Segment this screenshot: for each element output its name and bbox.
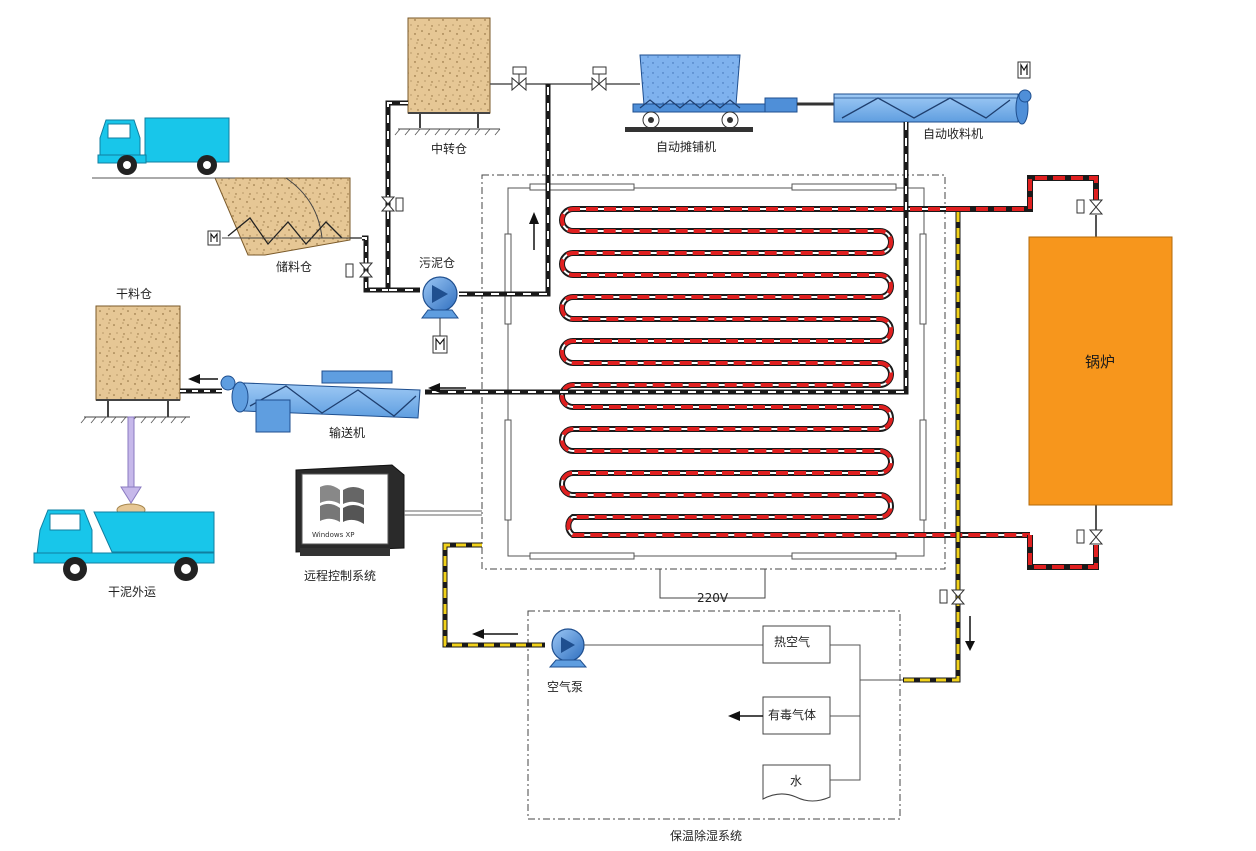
hot-air-label: 热空气 [774,634,810,649]
insulation-system-enclosure [527,610,901,820]
air-loop-pipe [442,212,961,683]
sludge-bin-label: 污泥仓 [419,256,455,270]
insulation-system-label: 保温除湿系统 [670,828,742,843]
collector-motor-icon[interactable] [1017,61,1031,79]
auto-spreader-label: 自动摊铺机 [656,140,716,154]
voltage-label: 220V [697,591,729,605]
remote-control-label: 远程控制系统 [304,568,376,583]
dry-sludge-out-label: 干泥外运 [108,585,156,599]
dry-bin-arrow-icon [188,374,218,384]
pump-motor-icon[interactable] [432,318,448,354]
boiler [1028,236,1173,506]
storage-motor-icon[interactable] [207,230,221,246]
heater-bars [504,183,927,560]
separator-lines [830,644,903,781]
upflow-arrow-icon [529,212,539,250]
storage-outlet-valve-icon[interactable] [380,196,404,212]
air-flow-arrow-icon [965,616,975,651]
storage-valve-icon[interactable] [345,262,374,278]
monitor-logo-text: Windows XP [312,531,355,539]
air-return-arrow-icon [472,629,518,639]
transfer-valve-2-icon[interactable] [591,66,607,92]
air-pump[interactable] [548,628,588,668]
dry-sludge-truck-icon [33,503,215,581]
monitor-cable [404,510,482,516]
conveyor[interactable] [220,370,421,433]
monitor-icon[interactable] [295,464,405,556]
collector-down-pipe [425,122,909,395]
toxic-gas-exhaust-arrow-icon [728,711,763,721]
storage-bin-label: 储料仓 [276,259,312,274]
boiler-label: 锅炉 [1085,353,1115,371]
transfer-bin [394,17,501,136]
transfer-bin-label: 中转仓 [431,141,467,156]
dry-bin [80,305,190,424]
storage-bin [214,177,362,256]
dry-bin-chute [120,416,142,504]
boiler-supply-valve-icon[interactable] [1076,199,1104,215]
toxic-gas-label: 有毒气体 [768,707,816,722]
water-box [762,764,831,802]
auto-collector-label: 自动收料机 [923,127,983,141]
auto-spreader[interactable] [625,54,798,132]
power-line [659,569,766,599]
boiler-return-valve-icon[interactable] [1076,529,1104,545]
air-loop-valve-icon[interactable] [939,589,966,605]
sludge-up-pipe [459,84,551,297]
drying-room-enclosure [481,174,946,570]
conveyor-in-arrow-icon [428,383,466,393]
truck-icon [92,117,235,179]
air-pump-label: 空气泵 [547,679,583,694]
boiler-pipes [958,175,1099,570]
hot-air-box [762,625,831,664]
sludge-pump[interactable] [421,276,459,319]
toxic-gas-box [762,696,831,735]
dry-bin-label: 干料仓 [116,287,152,301]
conveyor-label: 输送机 [329,425,365,440]
water-label: 水 [790,774,802,788]
drying-room-frame [507,187,925,557]
transfer-valve-1-icon[interactable] [511,66,527,92]
auto-collector[interactable] [833,89,1032,125]
